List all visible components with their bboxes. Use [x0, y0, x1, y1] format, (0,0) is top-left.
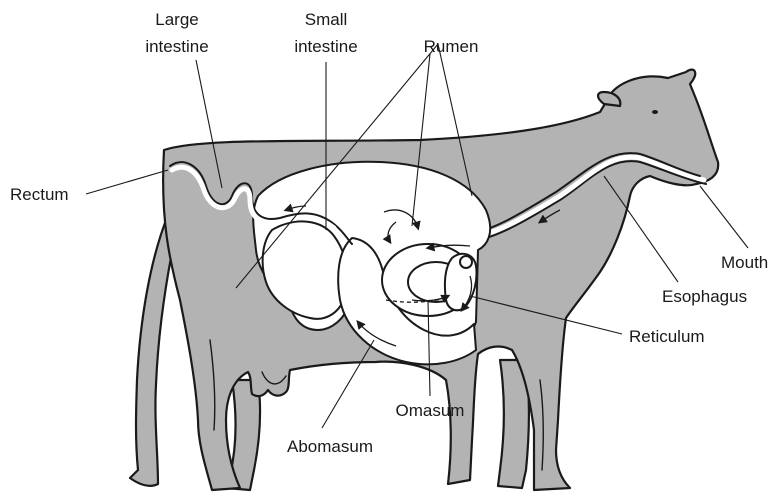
label-large-intestine-line2: intestine	[145, 37, 208, 56]
label-abomasum: Abomasum	[287, 437, 373, 456]
reticulum-loop	[460, 256, 472, 268]
label-small-intestine-line1: Small	[305, 10, 348, 29]
leader-mouth	[700, 186, 748, 248]
label-mouth: Mouth	[721, 253, 768, 272]
cow-eye	[652, 110, 658, 114]
label-rectum: Rectum	[10, 185, 69, 204]
label-large-intestine-line1: Large	[155, 10, 198, 29]
leader-rectum	[86, 170, 168, 194]
label-omasum: Omasum	[396, 401, 465, 420]
label-rumen: Rumen	[424, 37, 479, 56]
label-reticulum: Reticulum	[629, 327, 705, 346]
label-small-intestine-line2: intestine	[294, 37, 357, 56]
label-esophagus: Esophagus	[662, 287, 747, 306]
